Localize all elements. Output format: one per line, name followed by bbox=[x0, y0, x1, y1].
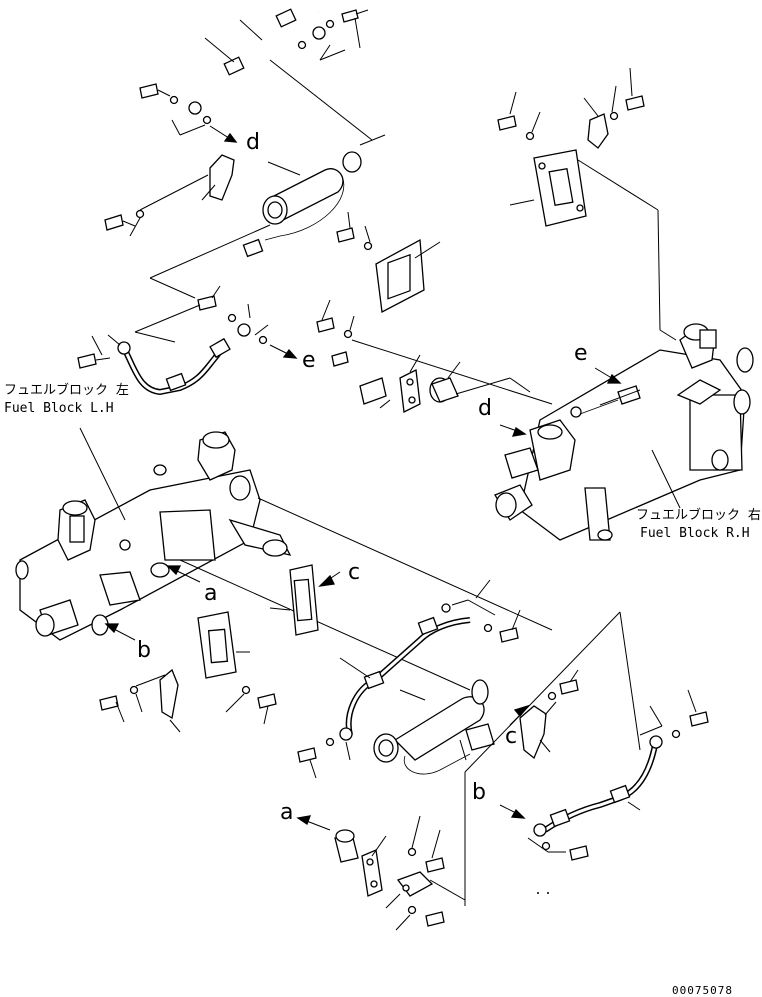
upper-hose-assembly bbox=[139, 8, 373, 143]
fuel-block-rh-label-en: Fuel Block R.H bbox=[640, 526, 750, 541]
callout-d-upper: d bbox=[246, 130, 260, 155]
center-bracket-assembly bbox=[316, 299, 553, 413]
lower-right-hose-assembly bbox=[499, 689, 709, 894]
callout-a-upper: a bbox=[204, 581, 218, 606]
callout-e-upper: e bbox=[302, 348, 316, 373]
callout-e-lower: e bbox=[574, 341, 588, 366]
document-number: 00075078 bbox=[672, 984, 733, 997]
bottom-bracket-assembly bbox=[296, 815, 466, 931]
middle-hose-assembly bbox=[77, 285, 298, 396]
fuel-block-lh-label-jp: フュエルブロック 左 bbox=[4, 383, 129, 398]
callout-b-lower: b bbox=[472, 780, 486, 805]
fuel-block-rh bbox=[494, 323, 754, 541]
callout-d-lower: d bbox=[478, 396, 492, 421]
callout-a-lower: a bbox=[280, 800, 294, 825]
callout-b-upper: b bbox=[137, 638, 151, 663]
callout-c-lower: c bbox=[505, 724, 518, 749]
fuel-block-rh-label-jp: フュエルブロック 右 bbox=[636, 508, 761, 523]
callout-c-upper: c bbox=[348, 560, 361, 585]
fuel-block-lh bbox=[15, 427, 553, 691]
upper-right-bracket-assembly bbox=[497, 67, 661, 331]
upper-filter-assembly bbox=[104, 134, 441, 314]
lower-left-bracket-assembly bbox=[99, 564, 341, 733]
lower-filter-assembly bbox=[297, 579, 641, 906]
fuel-block-lh-label-en: Fuel Block L.H bbox=[4, 401, 114, 416]
